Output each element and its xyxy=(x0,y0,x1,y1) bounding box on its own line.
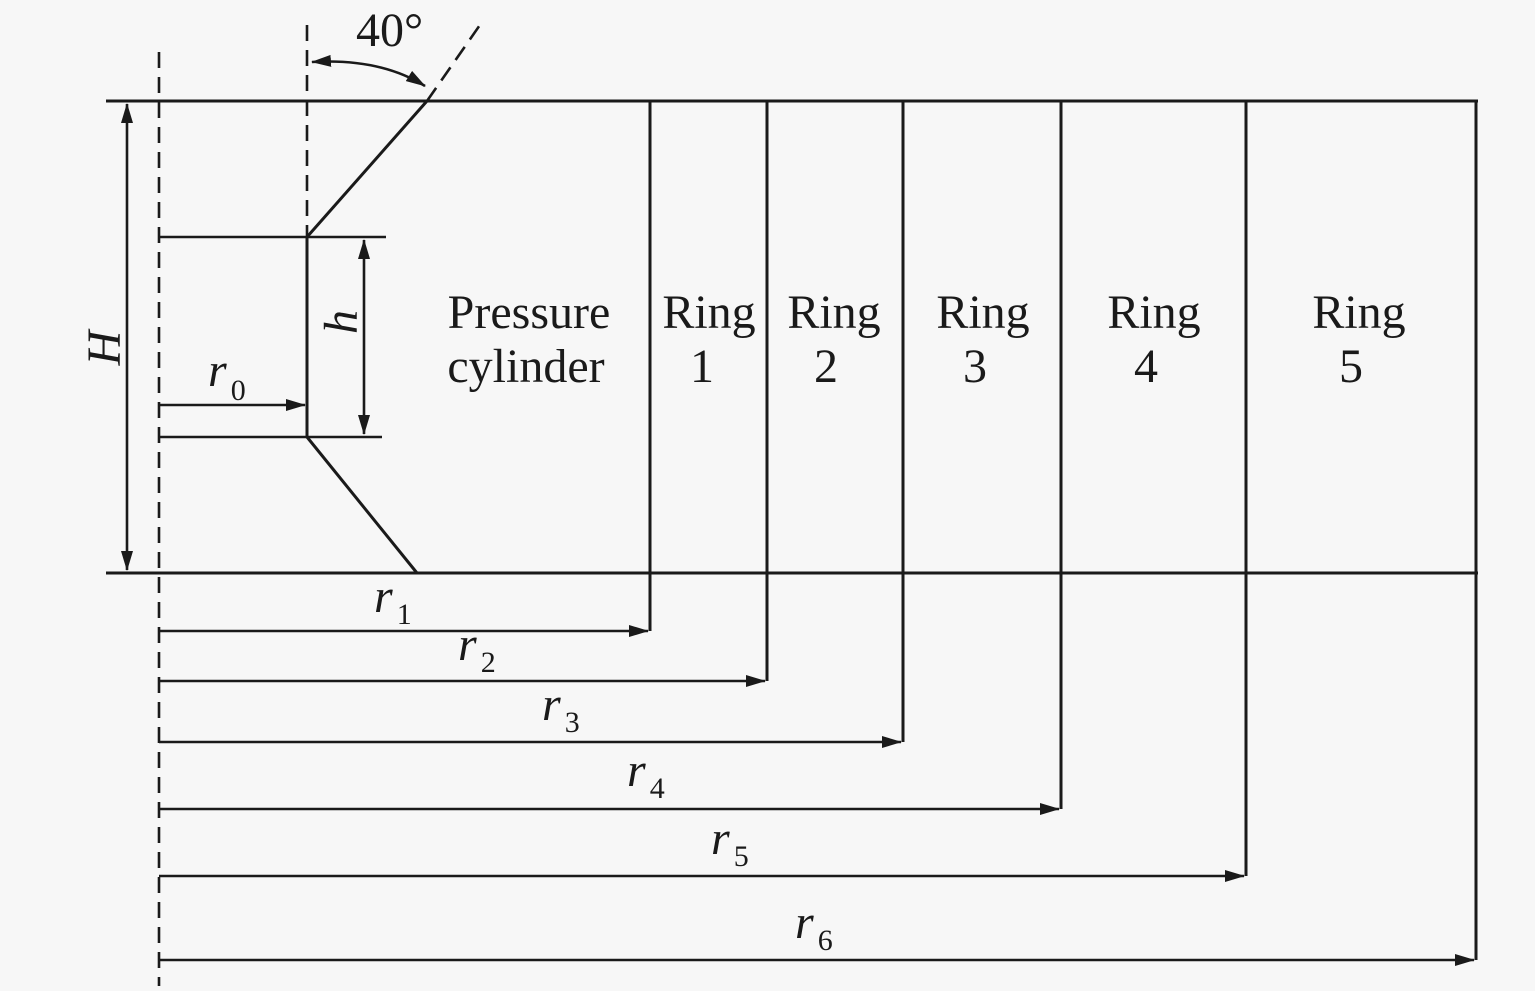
region-label-line1: Ring xyxy=(662,286,755,339)
region-label-line2: cylinder xyxy=(447,340,604,393)
region-label-line2: 4 xyxy=(1134,340,1158,393)
height-label: H xyxy=(78,328,131,366)
region-ring-5: Ring 5 xyxy=(1312,286,1405,393)
region-ring-3: Ring 3 xyxy=(936,286,1029,393)
region-label-line1: Ring xyxy=(936,286,1029,339)
region-pressure-cylinder: Pressure cylinder xyxy=(447,286,610,393)
region-label-line2: 5 xyxy=(1339,340,1363,393)
region-label-line2: 1 xyxy=(690,340,714,393)
region-label-line2: 3 xyxy=(963,340,987,393)
upper-chamfer-line xyxy=(305,100,429,238)
angle-arc xyxy=(311,54,426,88)
angle-reference-extension xyxy=(425,21,484,102)
region-ring-2: Ring 2 xyxy=(787,286,880,393)
angle-label: 40° xyxy=(356,4,423,57)
lower-chamfer-line xyxy=(305,436,419,574)
region-label-line1: Ring xyxy=(1107,286,1200,339)
region-ring-1: Ring 1 xyxy=(662,286,755,393)
region-label-line1: Ring xyxy=(1312,286,1405,339)
region-ring-4: Ring 4 xyxy=(1107,286,1200,393)
region-label-line2: 2 xyxy=(814,340,838,393)
region-label-line1: Pressure xyxy=(448,286,611,339)
inner-height-label: h xyxy=(315,310,368,334)
region-label-line1: Ring xyxy=(787,286,880,339)
